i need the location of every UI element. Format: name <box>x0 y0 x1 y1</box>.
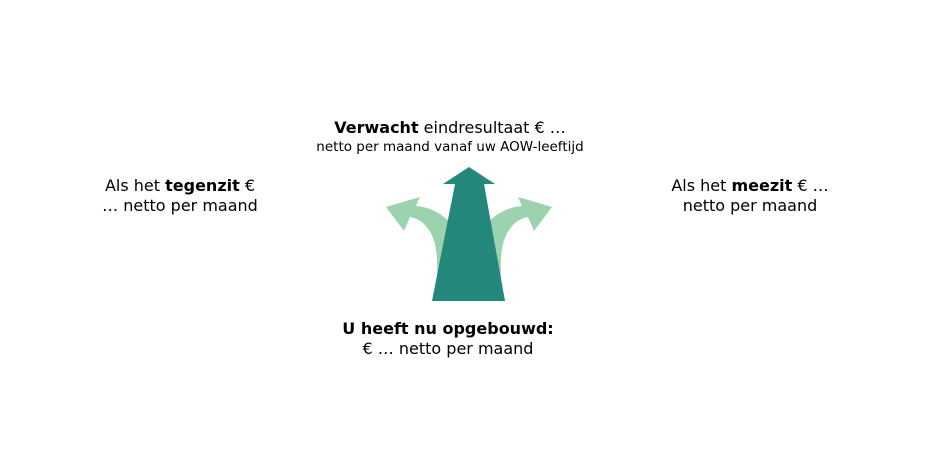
upside-suffix: € … <box>792 176 829 195</box>
upside-bold: meezit <box>731 176 793 195</box>
accrued-subtitle: € … netto per maand <box>362 339 534 358</box>
upside-subtitle: netto per maand <box>682 196 818 215</box>
expected-rest: eindresultaat € … <box>418 118 566 137</box>
upside-scenario-label: Als het meezit € … netto per maand <box>650 176 850 216</box>
downside-title: Als het tegenzit € <box>80 176 280 196</box>
arrow-curve-left-icon <box>386 197 455 292</box>
expected-result-label: Verwacht eindresultaat € … netto per maa… <box>250 118 650 156</box>
downside-prefix: Als het <box>104 176 166 195</box>
accrued-bold: U heeft nu opgebouwd: <box>342 319 554 338</box>
accrued-title: U heeft nu opgebouwd: <box>300 319 596 339</box>
downside-suffix: € <box>239 176 256 195</box>
downside-subtitle: … netto per maand <box>102 196 258 215</box>
downside-scenario-label: Als het tegenzit € … netto per maand <box>80 176 280 216</box>
upside-prefix: Als het <box>671 176 732 195</box>
upside-title: Als het meezit € … <box>650 176 850 196</box>
expected-result-title: Verwacht eindresultaat € … <box>250 118 650 138</box>
downside-bold: tegenzit <box>165 176 240 195</box>
arrow-curve-right-icon <box>483 197 552 292</box>
arrow-up-icon <box>432 167 505 301</box>
accrued-pension-label: U heeft nu opgebouwd: € … netto per maan… <box>300 319 596 359</box>
expected-bold: Verwacht <box>334 118 419 137</box>
direction-arrows-diagram <box>386 167 552 301</box>
expected-result-subtitle: netto per maand vanaf uw AOW-leeftijd <box>316 139 584 155</box>
